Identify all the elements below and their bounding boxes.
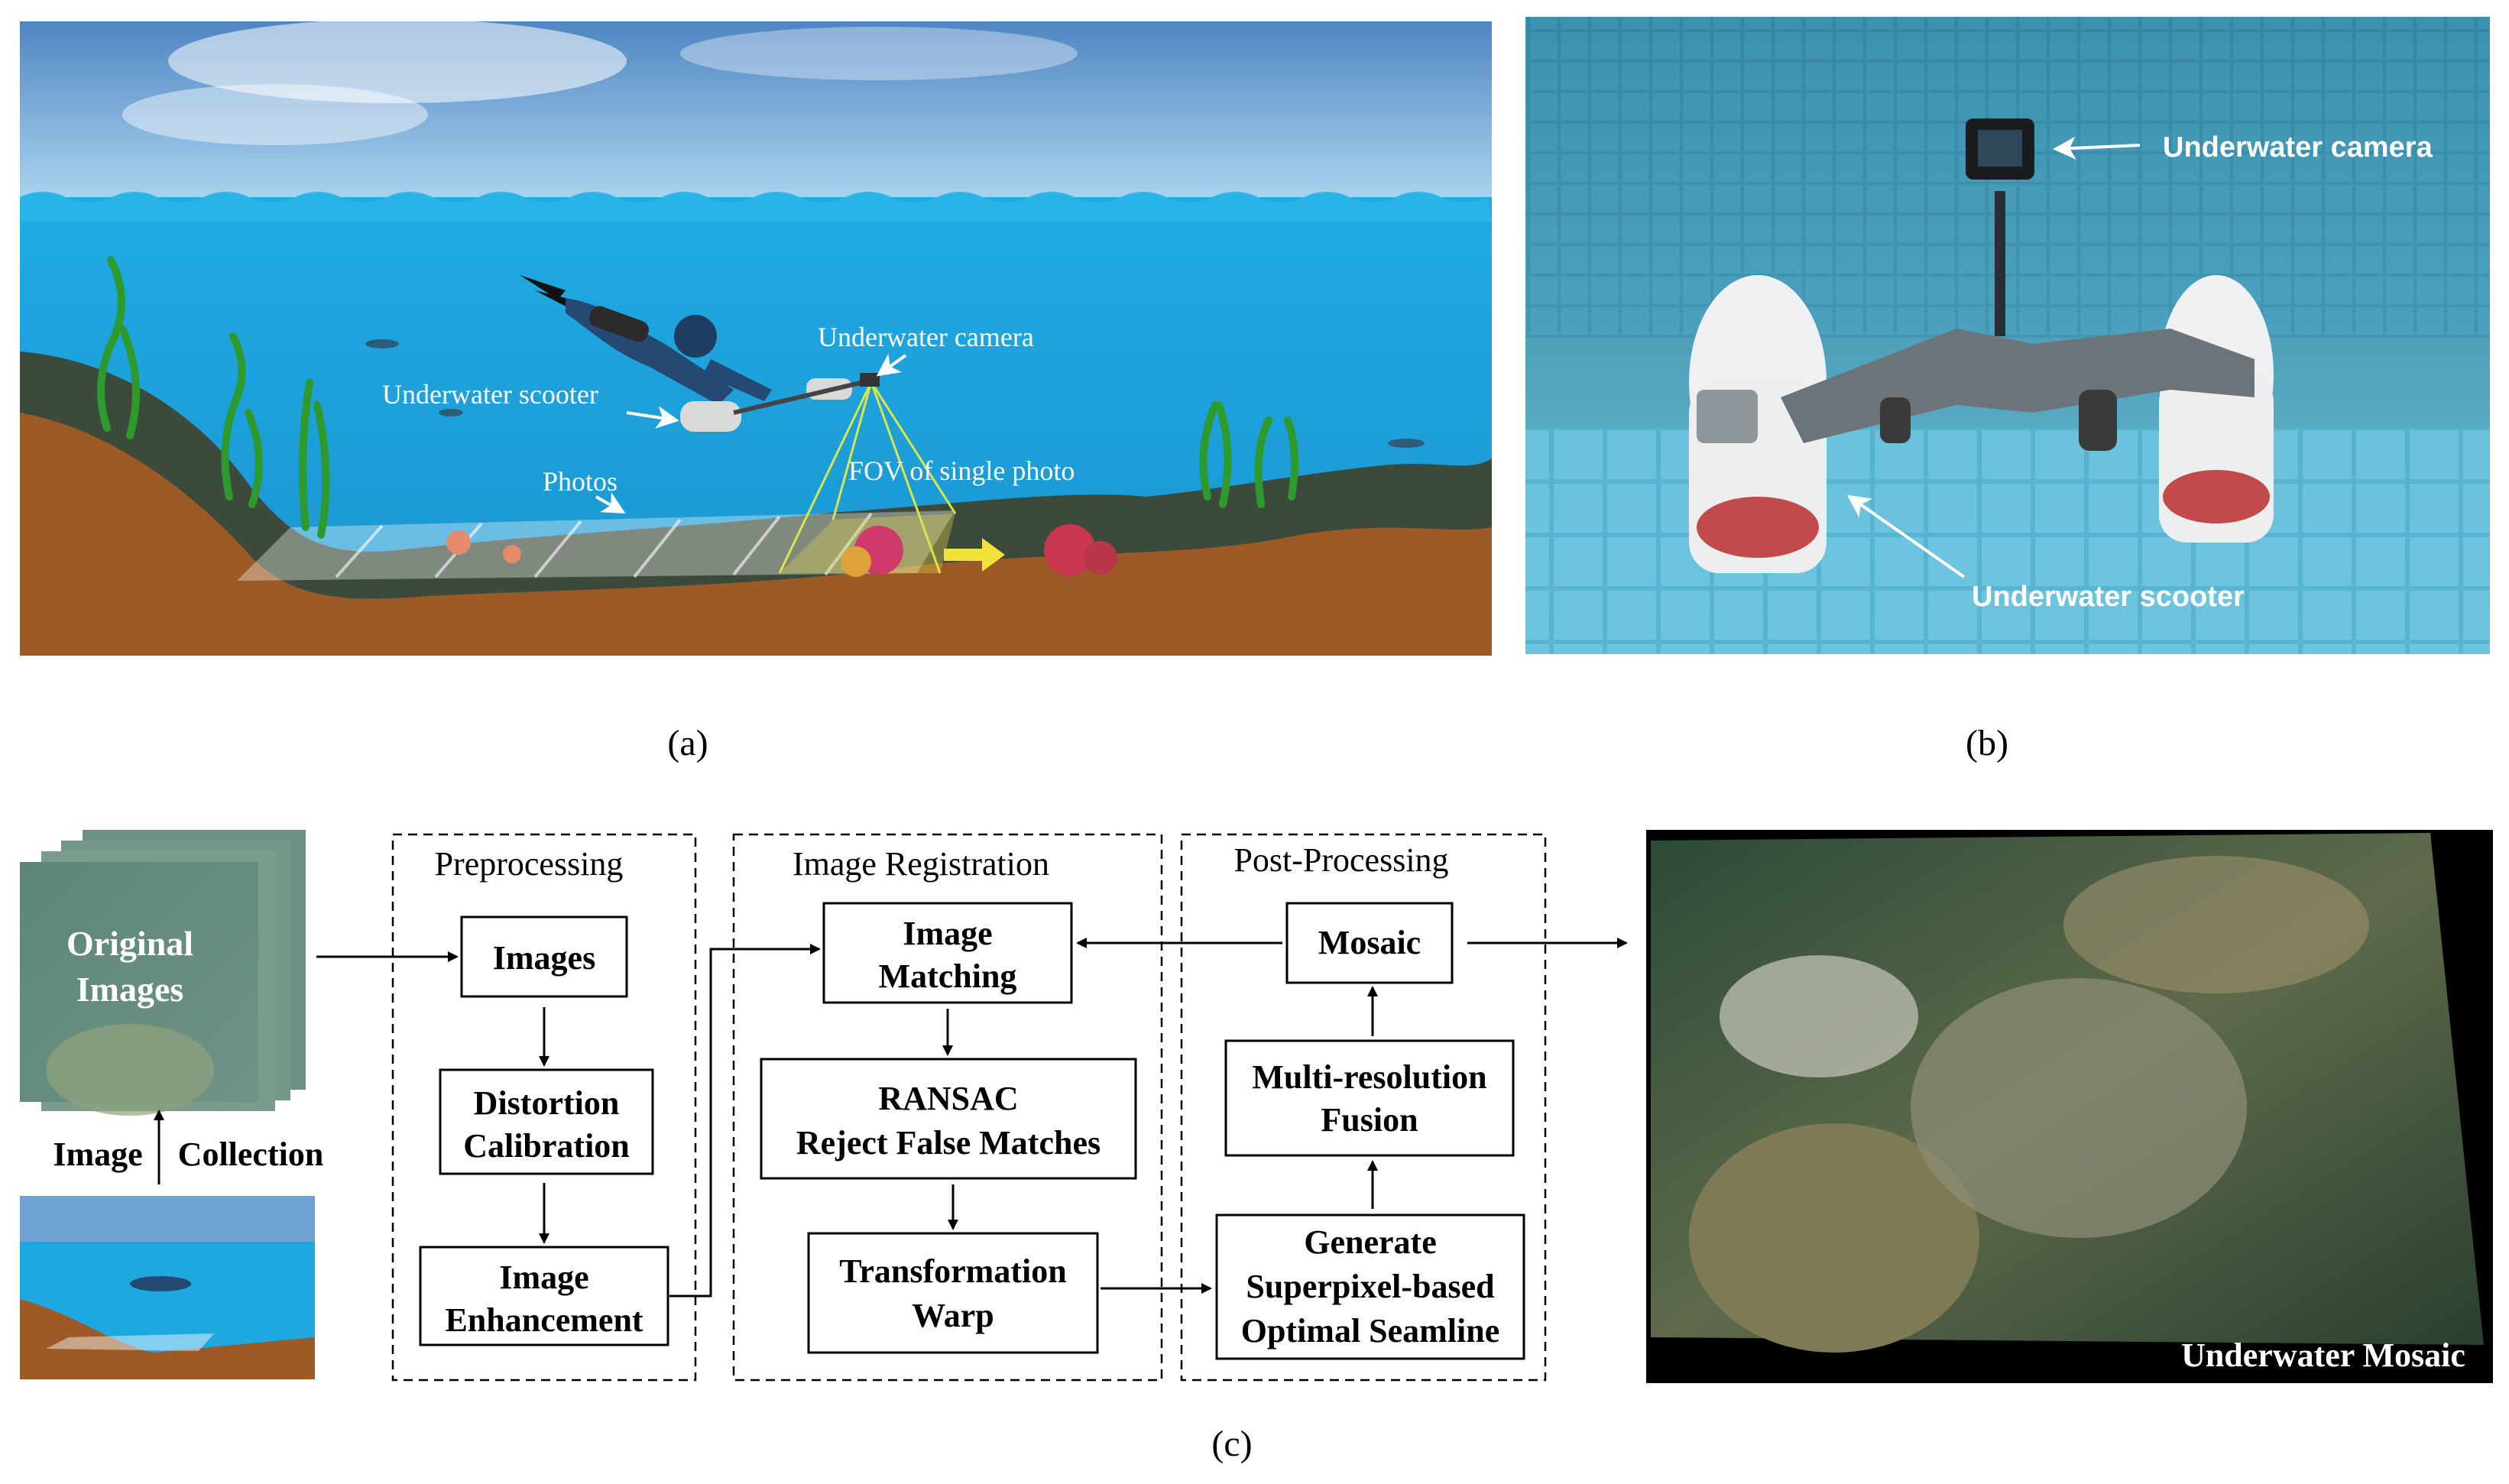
seabed-sand	[20, 413, 1492, 656]
panel-b-photo: Underwater camera Underwater scooter	[1525, 17, 2490, 654]
label-b-scooter: Underwater scooter	[1972, 581, 2245, 613]
box-transform-line2: Warp	[912, 1297, 994, 1334]
handle	[1880, 397, 1911, 443]
box-seamline-line2: Superpixel-based	[1246, 1268, 1494, 1305]
box-images-text: Images	[493, 939, 595, 977]
group-postprocessing	[1180, 833, 1547, 1382]
scooter-right	[2159, 275, 2274, 543]
box-fusion	[1224, 1039, 1515, 1157]
box-fusion-line2: Fusion	[1321, 1101, 1418, 1139]
camera-pole	[1995, 191, 2005, 336]
box-distortion-line1: Distortion	[474, 1084, 620, 1122]
label-fov: FOV of single photo	[848, 455, 1075, 486]
label-b-camera: Underwater camera	[2163, 131, 2433, 164]
original-images-line2: Images	[76, 970, 184, 1009]
coral	[446, 524, 1117, 577]
box-transform-line1: Transformation	[839, 1252, 1066, 1290]
group-registration	[732, 833, 1163, 1382]
label-underwater-camera: Underwater camera	[818, 322, 1034, 352]
underwater-mosaic-image	[1646, 830, 2493, 1383]
box-mosaic-text: Mosaic	[1318, 924, 1421, 961]
arrow-camera	[2053, 136, 2141, 160]
caption-a: (a)	[667, 723, 708, 763]
box-ransac	[760, 1058, 1137, 1180]
image-collection-word1: Image	[53, 1136, 142, 1173]
fish	[365, 339, 1425, 448]
box-distortion	[439, 1068, 654, 1175]
cloud	[122, 84, 428, 145]
box-enhancement	[419, 1246, 669, 1346]
fov-lines	[778, 381, 957, 574]
flow-arrows	[316, 938, 1628, 1298]
box-seamline-line3: Optimal Seamline	[1241, 1312, 1500, 1350]
mini-illustration	[20, 1196, 315, 1379]
box-matching-line1: Image	[903, 915, 992, 952]
group-title-postprocessing: Post-Processing	[1233, 841, 1448, 879]
arrow-enhancement-to-matching	[669, 944, 821, 1298]
box-seamline	[1215, 1213, 1525, 1360]
label-underwater-scooter: Underwater scooter	[382, 379, 598, 410]
direction-arrow	[944, 538, 1005, 572]
scooter-left	[1689, 275, 1827, 573]
image-collection-word2: Collection	[178, 1136, 324, 1173]
mini-diver	[130, 1276, 191, 1291]
box-enhancement-line2: Enhancement	[445, 1301, 643, 1339]
seaweed	[97, 256, 1298, 539]
coral-in-thumb	[46, 1024, 214, 1116]
box-ransac-line2: Reject False Matches	[796, 1124, 1101, 1162]
mini-photos	[46, 1333, 214, 1351]
light	[2079, 390, 2117, 451]
box-ransac-line1: RANSAC	[878, 1080, 1018, 1117]
box-transform	[807, 1232, 1099, 1354]
brain-coral	[1689, 1123, 1979, 1353]
box-fusion-line1: Multi-resolution	[1252, 1058, 1486, 1096]
reef-rubble	[1911, 978, 2247, 1238]
annotation-arrows	[595, 353, 907, 514]
caption-c: (c)	[1211, 1424, 1252, 1464]
box-enhancement-line1: Image	[499, 1259, 588, 1296]
cloud	[168, 19, 627, 103]
panel-a-illustration: Underwater camera Underwater scooter Pho…	[20, 19, 1492, 656]
coral-colony	[2063, 856, 2369, 993]
box-mosaic	[1285, 902, 1454, 984]
diver	[520, 275, 772, 405]
process-boxes	[419, 902, 1525, 1360]
group-title-registration: Image Registration	[793, 845, 1049, 883]
box-distortion-line2: Calibration	[463, 1127, 630, 1165]
mini-seabed	[20, 1299, 315, 1379]
group-title-preprocessing: Preprocessing	[435, 845, 624, 883]
box-seamline-line1: Generate	[1304, 1223, 1436, 1261]
scooter-rig	[680, 373, 880, 432]
cloud	[680, 27, 1078, 80]
original-images-line1: Original	[66, 924, 193, 963]
caption-b: (b)	[1966, 723, 2008, 763]
wave-line	[20, 192, 1492, 222]
underwater-mosaic-label: Underwater Mosaic	[2181, 1337, 2465, 1374]
group-preprocessing	[391, 833, 697, 1382]
box-images	[460, 915, 628, 998]
photos-strip	[237, 510, 955, 581]
table-coral	[1720, 955, 1918, 1077]
original-images-stack	[20, 830, 306, 1116]
arrow-scooter	[1846, 494, 1966, 578]
camera-screen	[1978, 130, 2022, 167]
label-photos: Photos	[543, 466, 618, 497]
box-matching	[822, 902, 1073, 1004]
box-matching-line2: Matching	[879, 957, 1017, 995]
pool-floor-tiles	[1525, 428, 2490, 654]
mini-sky	[20, 1196, 315, 1242]
